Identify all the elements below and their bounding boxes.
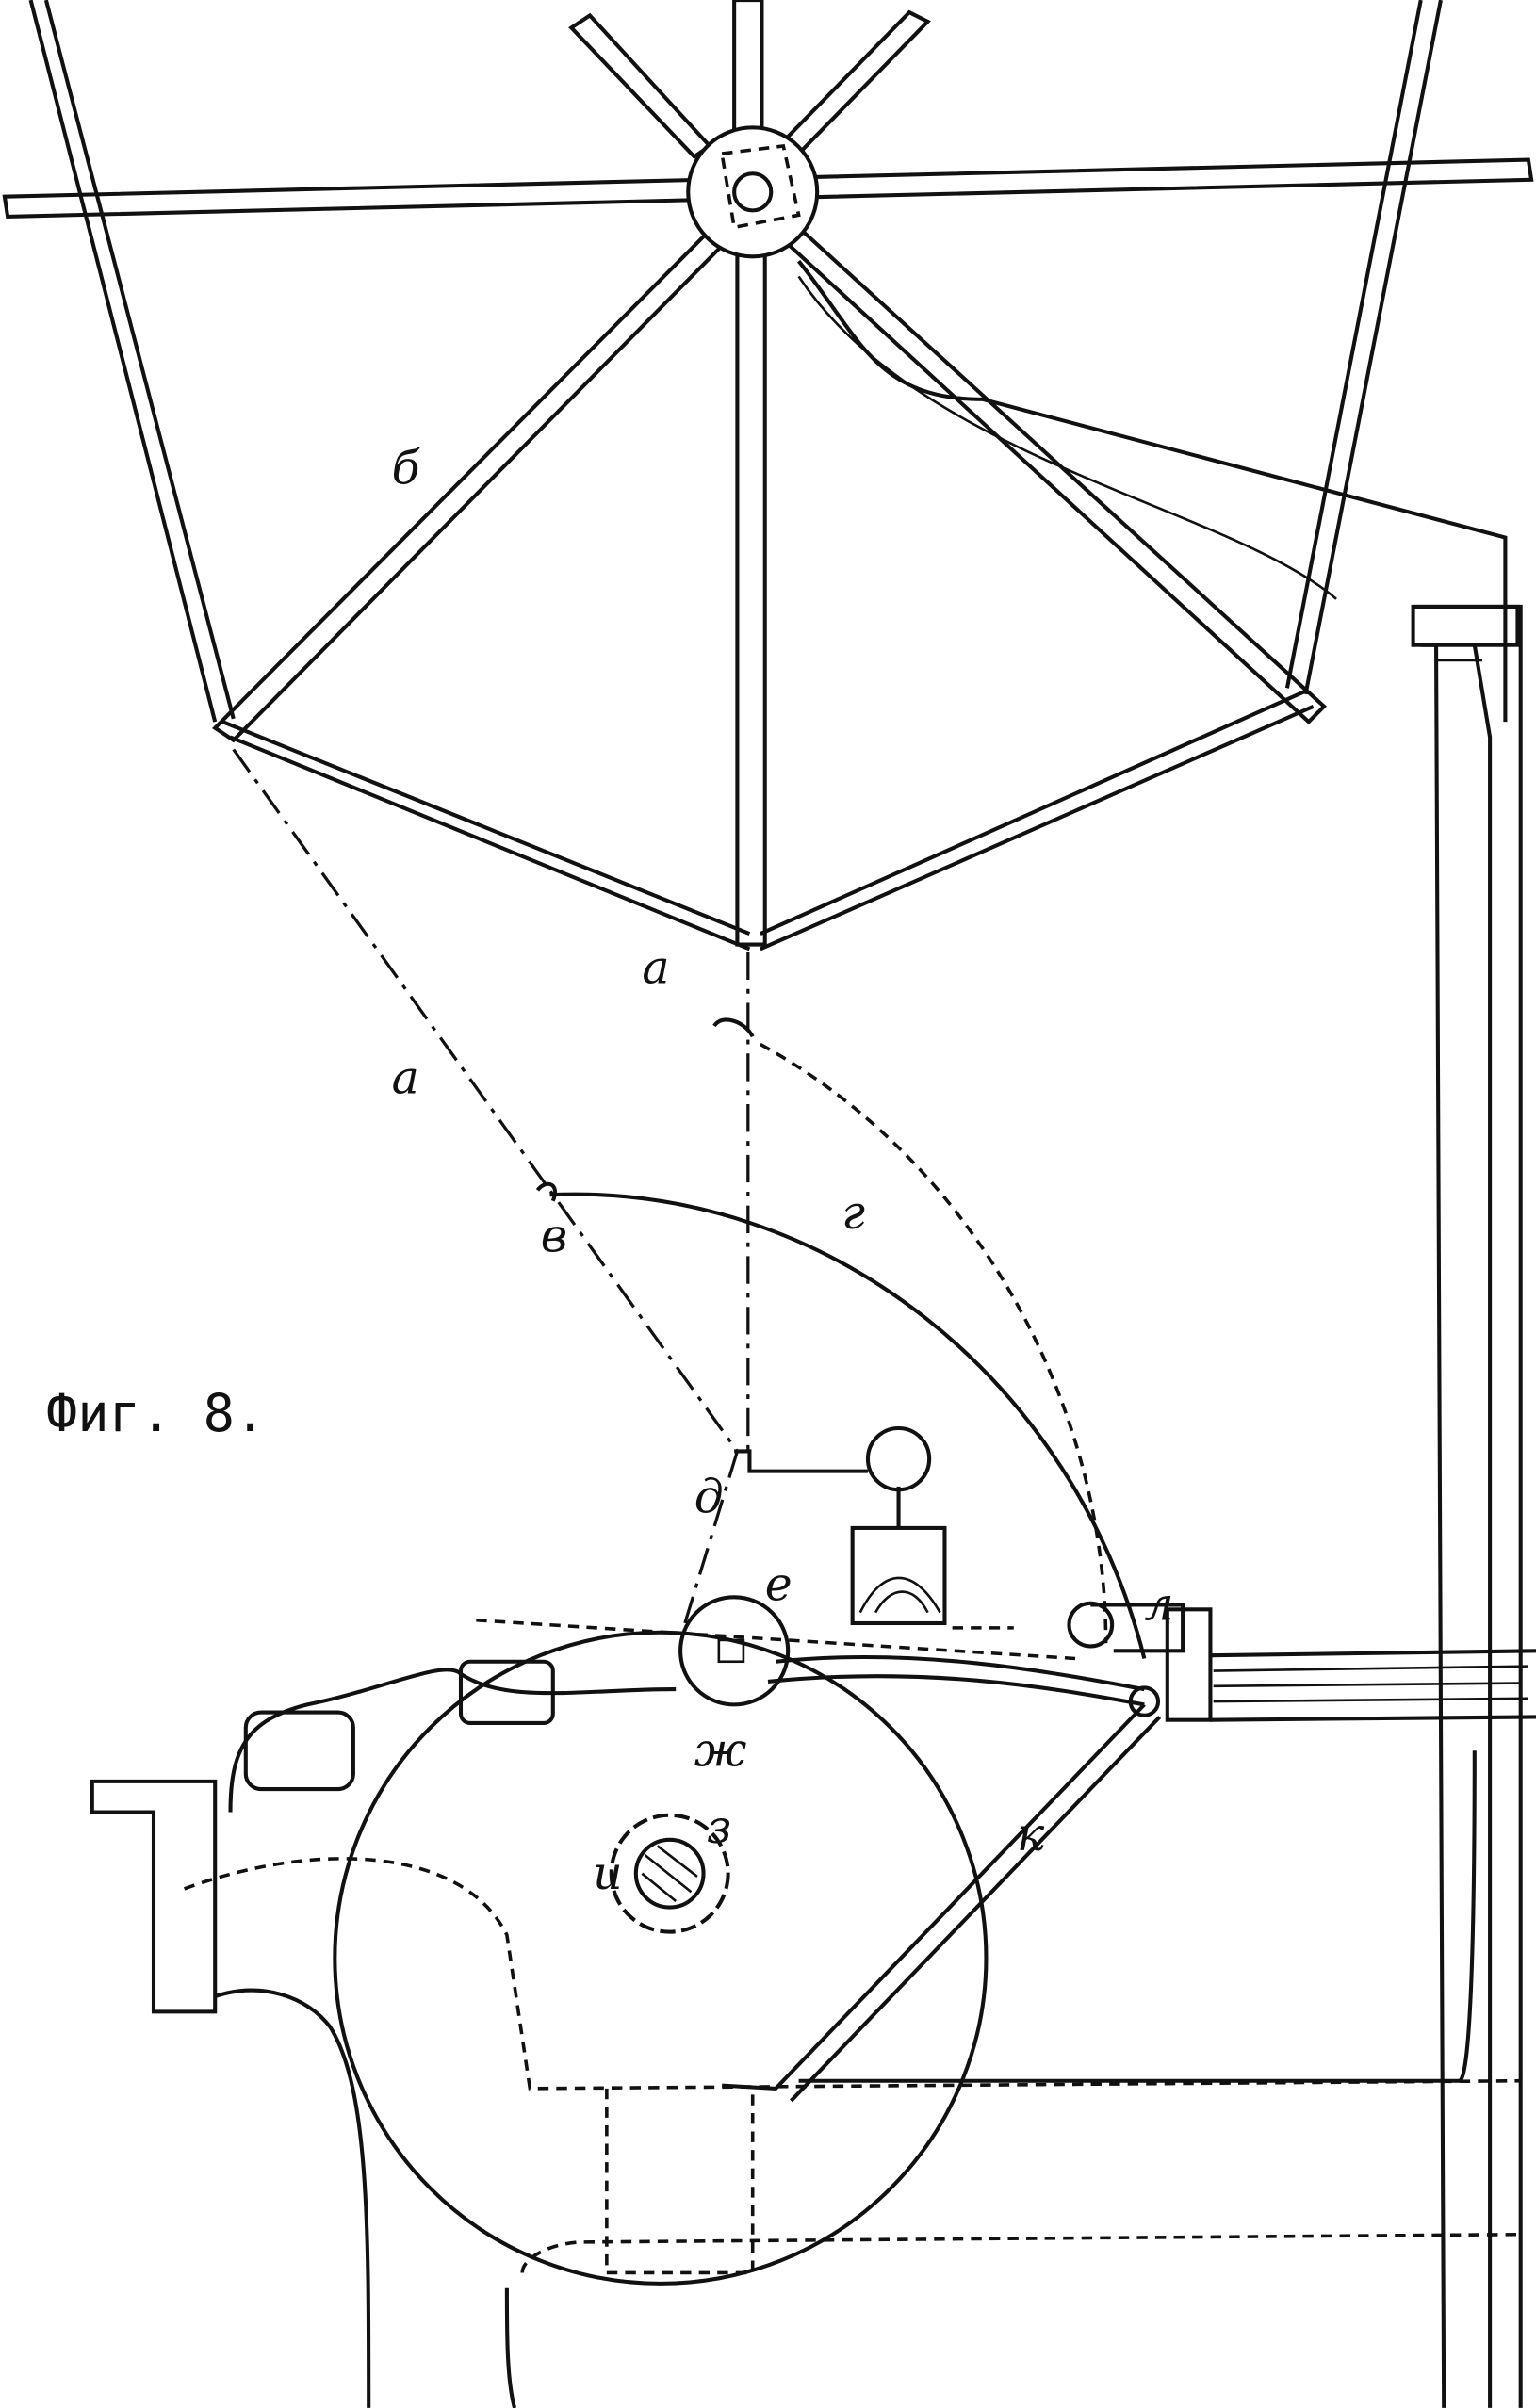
pivot — [1128, 1685, 1161, 1717]
label-v: в — [541, 1210, 567, 1263]
label-a-upper: а — [642, 940, 669, 994]
figure-caption: Фиг. 8. — [46, 1384, 267, 1444]
lever-k — [721, 1702, 1162, 2103]
guide-d — [734, 1449, 868, 1473]
hub-axle — [732, 171, 774, 213]
wire-dashed — [759, 1042, 1108, 1644]
shaft-i — [633, 1837, 706, 1910]
label-b: б — [392, 442, 420, 496]
thread-guide-v — [535, 1181, 557, 1202]
wooden-beam — [1165, 1607, 1536, 1722]
reel-crossbar — [2, 157, 1534, 219]
label-d: д — [694, 1471, 724, 1524]
label-i: и — [593, 1847, 623, 1900]
label-k: к — [1017, 1808, 1045, 1862]
wire-g — [549, 1192, 1147, 1659]
label-e: е — [765, 1558, 793, 1612]
label-z: з — [707, 1800, 732, 1854]
counterweight-ball — [865, 1425, 932, 1492]
label-zh: ж — [694, 1724, 747, 1778]
thread-guide-upper — [712, 1017, 755, 1038]
label-l: л — [1144, 1578, 1173, 1632]
reel-hub — [686, 125, 820, 259]
label-a-lower: а — [392, 1051, 419, 1105]
machine-frame-right — [1411, 604, 1523, 2408]
roller-e — [678, 1595, 791, 1707]
thread-line-a — [232, 748, 739, 1453]
lever-arm — [767, 1654, 1145, 1707]
reel-frame — [28, 0, 1443, 952]
label-g: г — [842, 1186, 865, 1240]
reel-support — [797, 259, 1508, 723]
machine-body-left — [90, 1659, 1521, 2408]
wooden-block — [850, 1525, 947, 1626]
ratchet-wheel-z — [609, 1813, 730, 1934]
drum — [333, 1630, 989, 2286]
